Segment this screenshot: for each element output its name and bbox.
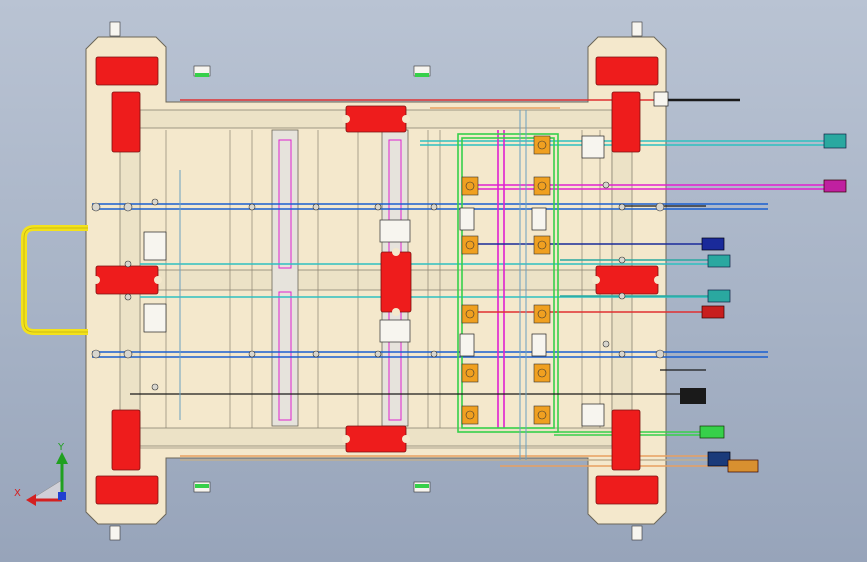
connector-crimson	[701, 305, 725, 319]
connector-navy-bottom	[707, 451, 731, 467]
frame-struts	[165, 130, 601, 428]
green-air-loop	[461, 137, 555, 429]
corner-pad	[95, 475, 159, 505]
connector-cyan	[823, 133, 847, 149]
valve-block	[531, 333, 547, 357]
connector-teal	[707, 254, 731, 268]
cylinder-block	[461, 235, 479, 255]
locating-pins	[109, 21, 643, 541]
valve-block	[459, 333, 475, 357]
valve-block	[143, 303, 167, 333]
cylinder-blocks	[461, 135, 551, 425]
connectors	[653, 91, 847, 473]
valve-block	[459, 207, 475, 231]
slide-rail	[271, 129, 299, 427]
connector-navy	[701, 237, 725, 251]
connector-orange	[727, 459, 759, 473]
cylinder-block	[533, 304, 551, 324]
corner-pad	[95, 56, 159, 86]
connector-green	[699, 425, 725, 439]
valve-block	[531, 207, 547, 231]
connector-magenta	[823, 179, 847, 193]
center-clamp	[380, 251, 412, 313]
cylinder-block	[461, 176, 479, 196]
cylinder-block	[533, 135, 551, 155]
mid-clamp	[95, 265, 159, 295]
slide-block	[379, 319, 411, 343]
valve-block	[581, 135, 605, 159]
connector-black	[680, 388, 706, 404]
cylinder-block	[533, 363, 551, 383]
fittings	[91, 181, 665, 391]
cylinder-block	[461, 304, 479, 324]
z-axis-marker	[58, 492, 66, 500]
cylinder-block	[533, 405, 551, 425]
frame-handle	[21, 225, 88, 335]
side-clamp	[111, 91, 141, 153]
valve-block	[143, 231, 167, 261]
cylinder-block	[461, 363, 479, 383]
sensor-tag	[415, 73, 429, 77]
center-clamp	[345, 105, 407, 133]
cylinder-block	[461, 405, 479, 425]
x-axis-arrowhead	[26, 494, 36, 506]
center-clamp	[345, 425, 407, 453]
corner-pad	[595, 475, 659, 505]
axis-triad: X Y	[14, 442, 68, 506]
connector-teal	[707, 289, 731, 303]
valve-blocks	[143, 135, 605, 427]
side-clamp	[611, 409, 641, 471]
valve-block	[581, 403, 605, 427]
sensor-tags	[193, 65, 431, 493]
slide-block	[379, 219, 411, 243]
corner-pad	[595, 56, 659, 86]
connector-white	[653, 91, 669, 107]
sensor-tag	[195, 484, 209, 488]
clamp-notches	[92, 115, 662, 443]
y-axis-arrowhead	[56, 452, 68, 464]
x-axis-label: X	[14, 488, 21, 499]
slide-rail-insert	[278, 291, 292, 421]
cylinder-block	[533, 235, 551, 255]
mid-clamp	[595, 265, 659, 295]
guide-rails	[119, 109, 633, 447]
side-clamp	[111, 409, 141, 471]
green-air-loop	[457, 133, 559, 433]
y-axis-label: Y	[57, 442, 65, 453]
mid-rail	[139, 269, 613, 291]
side-clamp	[611, 91, 641, 153]
sensor-tag	[415, 484, 429, 488]
cylinder-block	[533, 176, 551, 196]
sensor-tag	[195, 73, 209, 77]
